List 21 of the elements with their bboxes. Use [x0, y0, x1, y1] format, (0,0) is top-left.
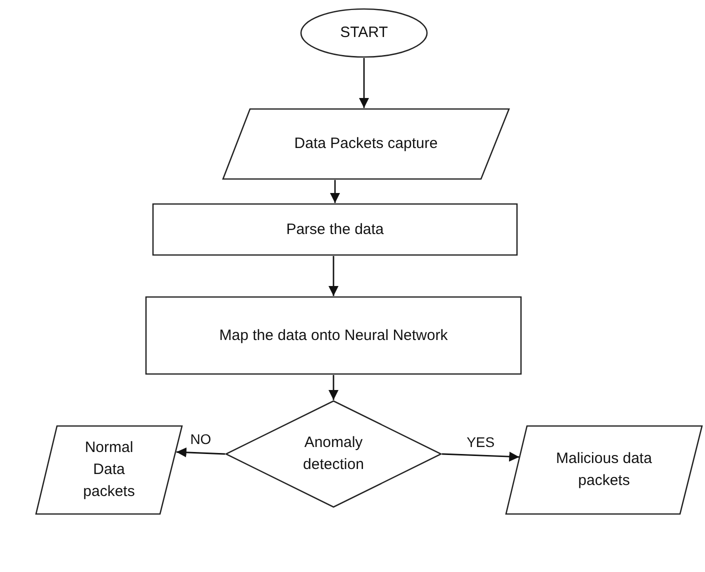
decision-diamond [225, 400, 442, 508]
arrow [442, 452, 520, 462]
arrow [328, 375, 338, 400]
node-label: Malicious data packets [555, 449, 653, 491]
output-parallelogram [505, 425, 703, 515]
start-terminator [300, 8, 428, 58]
node-label: Map the data onto Neural Network [219, 326, 448, 346]
arrow [328, 256, 338, 296]
node-label: Anomaly detection [302, 433, 365, 475]
output-parallelogram [35, 425, 183, 515]
edge-label: NO [189, 431, 212, 447]
node-label: Parse the data [286, 220, 384, 240]
input-parallelogram [222, 108, 510, 180]
arrow [176, 447, 226, 458]
node-label: START [340, 23, 388, 44]
arrow [359, 58, 369, 108]
node-label: Data Packets capture [294, 134, 438, 154]
process-box [152, 203, 518, 256]
process-box [145, 296, 522, 375]
arrow [330, 180, 340, 203]
node-label: Normal Data packets [82, 438, 136, 502]
